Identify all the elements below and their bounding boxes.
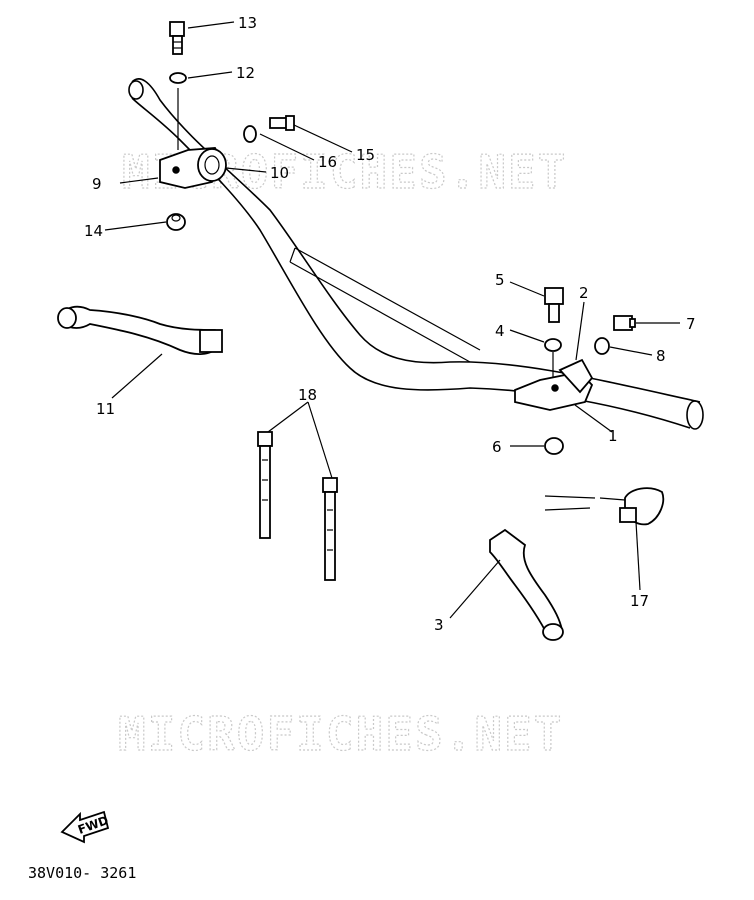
label-3: 3 bbox=[434, 616, 444, 634]
label-2: 2 bbox=[579, 284, 589, 302]
cable-tie-right bbox=[322, 477, 338, 581]
label-4: 4 bbox=[495, 322, 505, 340]
handlebar-holder-left bbox=[159, 147, 227, 189]
washer-12 bbox=[169, 72, 187, 84]
handlebar bbox=[128, 78, 704, 430]
bolt-13 bbox=[169, 21, 185, 55]
washer-16 bbox=[243, 125, 257, 143]
label-18: 18 bbox=[298, 386, 317, 404]
catalog-number: 38V010- 3261 bbox=[28, 864, 136, 882]
lever-11 bbox=[57, 305, 223, 355]
nut-14 bbox=[166, 213, 186, 231]
label-15: 15 bbox=[356, 146, 375, 164]
label-7: 7 bbox=[686, 315, 696, 333]
bolt-5 bbox=[544, 287, 564, 323]
label-8: 8 bbox=[656, 347, 666, 365]
leader-lines bbox=[104, 21, 680, 619]
label-17: 17 bbox=[630, 592, 649, 610]
label-14: 14 bbox=[84, 222, 103, 240]
nut-6 bbox=[544, 437, 564, 455]
watermark-bottom: MICROFICHES.NET bbox=[118, 707, 563, 761]
label-9: 9 bbox=[92, 175, 102, 193]
label-10: 10 bbox=[270, 164, 289, 182]
label-12: 12 bbox=[236, 64, 255, 82]
label-1: 1 bbox=[608, 427, 618, 445]
label-16: 16 bbox=[318, 153, 337, 171]
forward-arrow: FWD bbox=[60, 810, 110, 844]
label-5: 5 bbox=[495, 271, 505, 289]
washer-4 bbox=[544, 338, 562, 352]
label-13: 13 bbox=[238, 14, 257, 32]
label-6: 6 bbox=[492, 438, 502, 456]
part-labels: 13 12 9 10 14 16 15 11 5 2 4 7 8 1 6 18 … bbox=[84, 14, 696, 634]
screw-7 bbox=[613, 315, 636, 331]
washer-8 bbox=[594, 337, 610, 355]
lever-holder-right bbox=[514, 358, 594, 411]
cable-tie-left bbox=[257, 431, 273, 539]
label-11: 11 bbox=[96, 400, 115, 418]
lever-3 bbox=[489, 528, 564, 641]
screw-15 bbox=[269, 115, 295, 131]
switch-17 bbox=[544, 487, 665, 526]
